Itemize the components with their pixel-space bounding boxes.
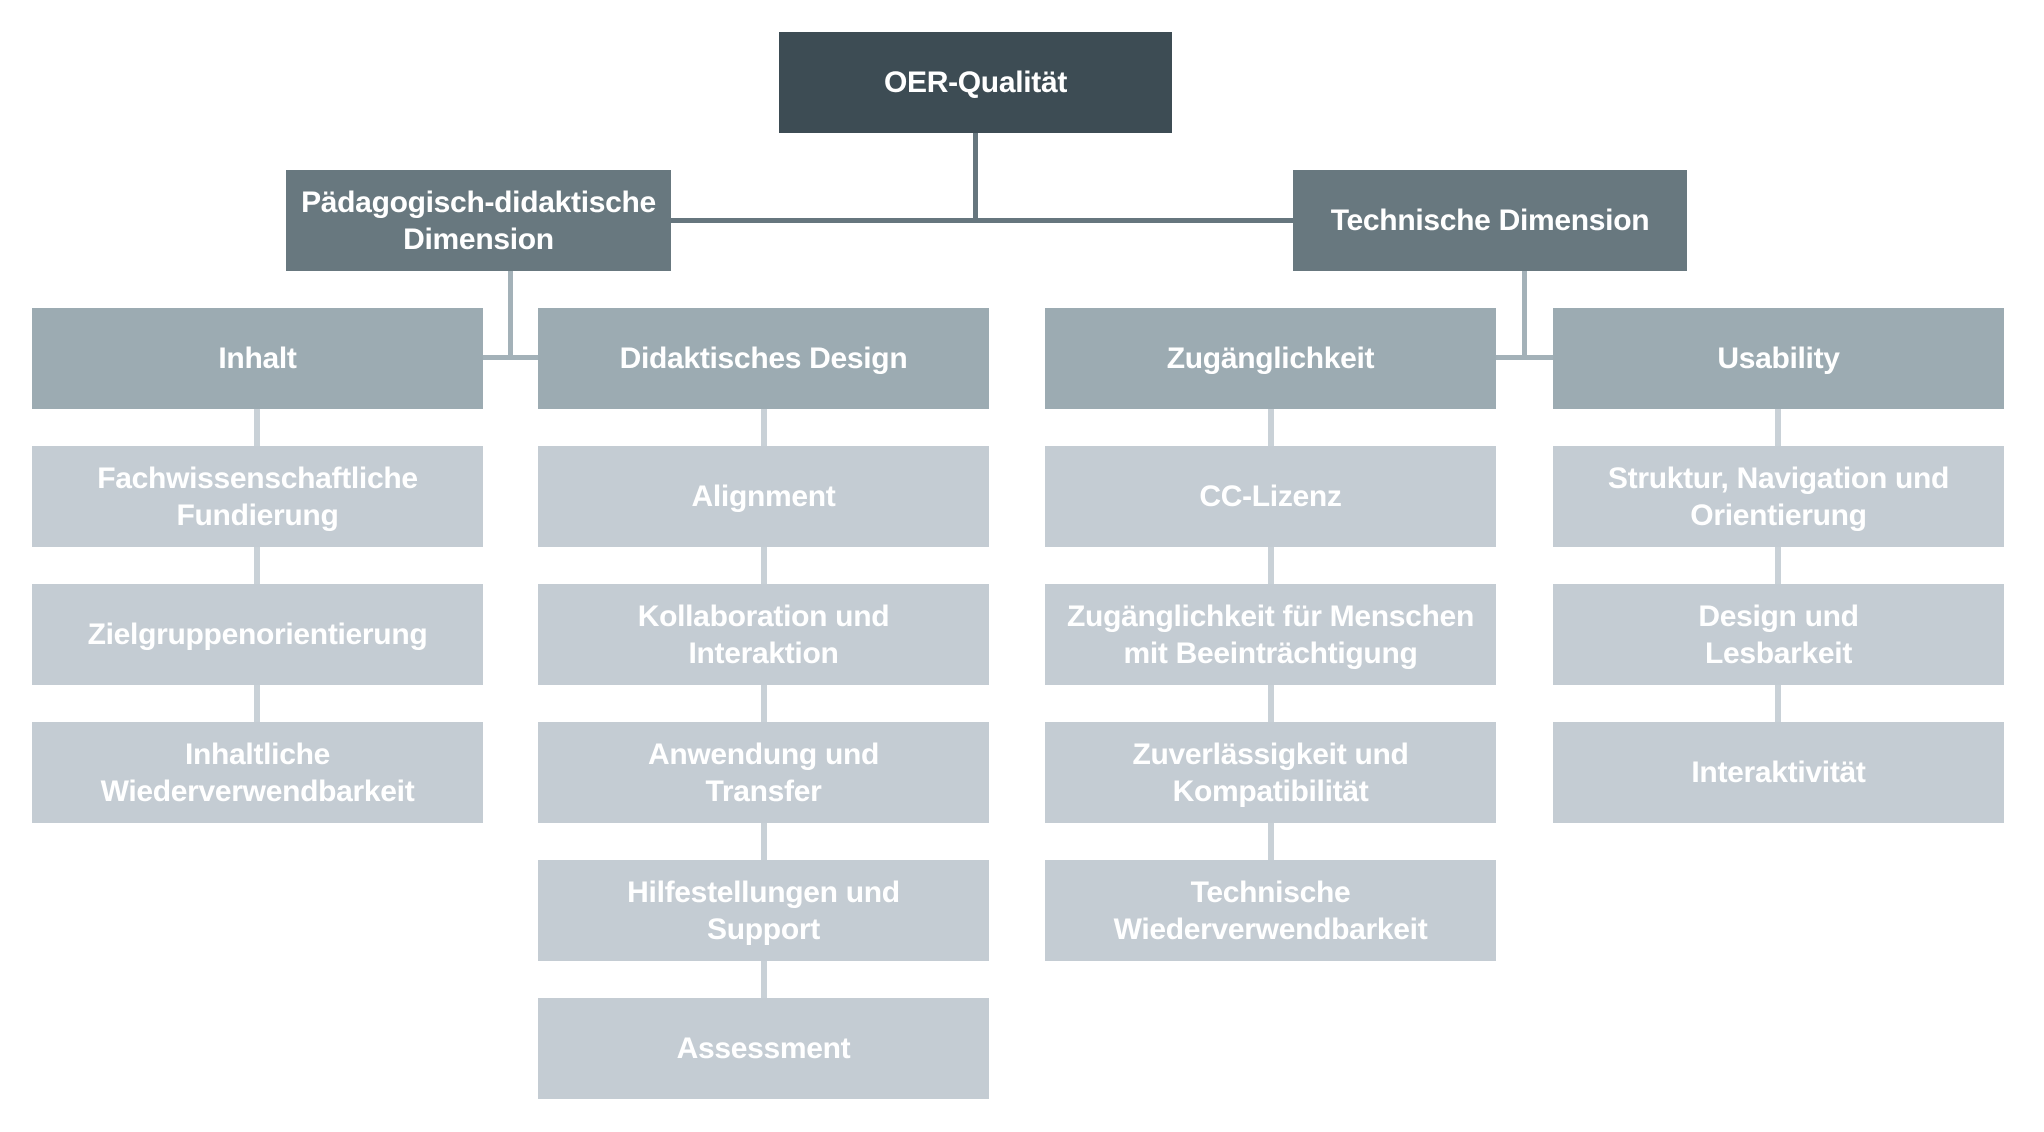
node-inhaltliche-wiederverwendbarkeit: Inhaltliche Wiederverwendbarkeit xyxy=(32,722,483,823)
connector-col2-2 xyxy=(761,547,767,584)
node-assessment-label: Assessment xyxy=(676,1032,851,1065)
node-zugaenglichkeit-fuer-menschen: Zugänglichkeit für Menschen mit Beeinträ… xyxy=(1045,584,1496,685)
node-usability-label: Usability xyxy=(1717,342,1840,375)
node-paedagogisch-didaktische-dimension-label: Pädagogisch-didaktische Dimension xyxy=(301,185,656,256)
node-technische-dimension-label: Technische Dimension xyxy=(1330,204,1650,237)
node-design-und-lesbarkeit: Design und Lesbarkeit xyxy=(1553,584,2004,685)
node-didaktisches-design-label: Didaktisches Design xyxy=(619,342,908,375)
node-anwendung-und-transfer-label: Anwendung und Transfer xyxy=(647,737,880,808)
connector-technisch-drop xyxy=(1522,271,1527,360)
node-fachwissenschaftliche-fundierung-label: Fachwissenschaftliche Fundierung xyxy=(97,461,418,532)
node-hilfestellungen-und-support: Hilfestellungen und Support xyxy=(538,860,989,961)
node-inhalt-label: Inhalt xyxy=(218,342,297,375)
node-zugaenglichkeit-label: Zugänglichkeit xyxy=(1166,342,1375,375)
node-fachwissenschaftliche-fundierung: Fachwissenschaftliche Fundierung xyxy=(32,446,483,547)
node-cc-lizenz: CC-Lizenz xyxy=(1045,446,1496,547)
connector-col3-2 xyxy=(1268,547,1274,584)
connector-col3-1 xyxy=(1268,409,1274,446)
connector-dimensions-bar xyxy=(671,218,1293,223)
node-struktur-navigation-orientierung: Struktur, Navigation und Orientierung xyxy=(1553,446,2004,547)
node-zuverlaessigkeit-und-kompatibilitaet: Zuverlässigkeit und Kompatibilität xyxy=(1045,722,1496,823)
connector-col4-3 xyxy=(1775,685,1781,722)
node-technische-wiederverwendbarkeit: Technische Wiederverwendbarkeit xyxy=(1045,860,1496,961)
connector-inhalt-didaktisch-bar xyxy=(482,355,538,360)
connector-col2-3 xyxy=(761,685,767,722)
connector-col2-1 xyxy=(761,409,767,446)
node-usability: Usability xyxy=(1553,308,2004,409)
node-oer-qualitaet-label: OER-Qualität xyxy=(883,66,1068,99)
connector-col3-3 xyxy=(1268,685,1274,722)
node-alignment: Alignment xyxy=(538,446,989,547)
node-alignment-label: Alignment xyxy=(691,480,836,513)
connector-col1-1 xyxy=(254,409,260,446)
connector-col2-4 xyxy=(761,823,767,860)
connector-root-drop xyxy=(973,133,978,223)
node-kollaboration-und-interaktion-label: Kollaboration und Interaktion xyxy=(637,599,890,670)
node-zugaenglichkeit-fuer-menschen-label: Zugänglichkeit für Menschen mit Beeinträ… xyxy=(1067,599,1474,670)
node-design-und-lesbarkeit-label: Design und Lesbarkeit xyxy=(1698,599,1859,670)
node-hilfestellungen-und-support-label: Hilfestellungen und Support xyxy=(627,875,900,946)
node-anwendung-und-transfer: Anwendung und Transfer xyxy=(538,722,989,823)
connector-col1-2 xyxy=(254,547,260,584)
node-interaktivitaet: Interaktivität xyxy=(1553,722,2004,823)
node-paedagogisch-didaktische-dimension: Pädagogisch-didaktische Dimension xyxy=(286,170,671,271)
node-zielgruppenorientierung-label: Zielgruppenorientierung xyxy=(87,618,428,651)
connector-col4-2 xyxy=(1775,547,1781,584)
node-technische-dimension: Technische Dimension xyxy=(1293,170,1687,271)
node-zielgruppenorientierung: Zielgruppenorientierung xyxy=(32,584,483,685)
connector-zugaenglichkeit-usability-bar xyxy=(1496,355,1553,360)
node-interaktivitaet-label: Interaktivität xyxy=(1691,756,1866,789)
node-zugaenglichkeit: Zugänglichkeit xyxy=(1045,308,1496,409)
node-cc-lizenz-label: CC-Lizenz xyxy=(1199,480,1342,513)
connector-col4-1 xyxy=(1775,409,1781,446)
node-kollaboration-und-interaktion: Kollaboration und Interaktion xyxy=(538,584,989,685)
node-didaktisches-design: Didaktisches Design xyxy=(538,308,989,409)
node-zuverlaessigkeit-und-kompatibilitaet-label: Zuverlässigkeit und Kompatibilität xyxy=(1132,737,1409,808)
connector-col3-4 xyxy=(1268,823,1274,860)
node-inhalt: Inhalt xyxy=(32,308,483,409)
connector-col1-3 xyxy=(254,685,260,722)
node-oer-qualitaet: OER-Qualität xyxy=(779,32,1172,133)
node-inhaltliche-wiederverwendbarkeit-label: Inhaltliche Wiederverwendbarkeit xyxy=(100,737,415,808)
node-assessment: Assessment xyxy=(538,998,989,1099)
connector-paedagogisch-drop xyxy=(508,271,513,360)
node-technische-wiederverwendbarkeit-label: Technische Wiederverwendbarkeit xyxy=(1113,875,1428,946)
connector-col2-5 xyxy=(761,961,767,998)
node-struktur-navigation-orientierung-label: Struktur, Navigation und Orientierung xyxy=(1607,461,1950,532)
